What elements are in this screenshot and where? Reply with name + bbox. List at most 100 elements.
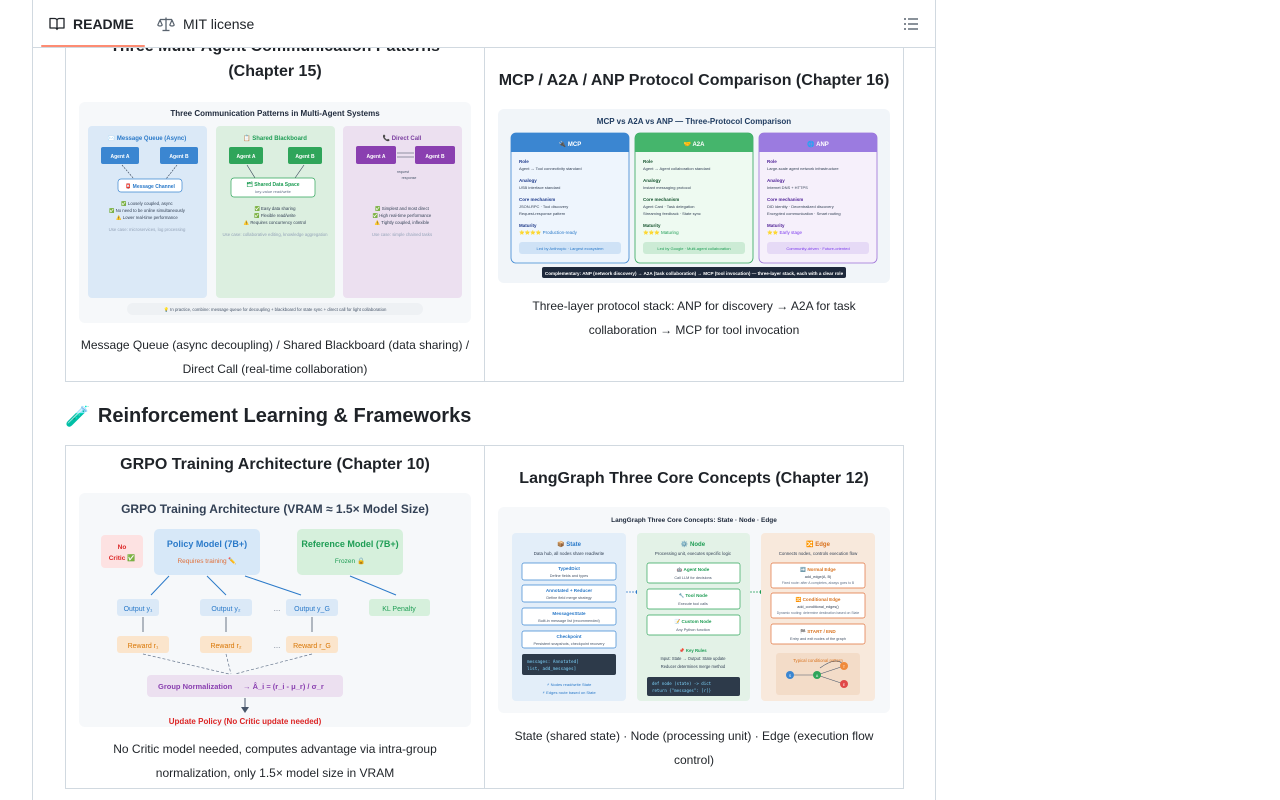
edge-line xyxy=(816,665,845,676)
node-box-title: 🤖 Agent Node xyxy=(677,566,710,573)
reference-model-sub: Frozen 🔒 xyxy=(335,557,365,565)
output-label: Output y₁ xyxy=(124,606,153,613)
state-box-title: Checkpoint xyxy=(556,634,581,639)
pro-item: ⚠️ Tightly coupled, inflexible xyxy=(375,220,430,225)
anp-mechanism: DID identity · Decentralized discovery xyxy=(767,204,834,209)
node-code-block xyxy=(647,677,740,696)
arrow xyxy=(246,164,256,179)
agent-b-label: Agent B xyxy=(425,154,445,160)
tab-readme[interactable]: README xyxy=(49,0,134,47)
node-rules-title: 📌 Key Rules xyxy=(679,647,707,653)
a2a-maturity: ⭐⭐⭐ Maturing xyxy=(643,229,679,235)
usecase-text: Use case: microservices, log processing xyxy=(109,227,186,232)
shared-data-box xyxy=(230,177,316,198)
mcp-role: Agent ↔ Tool connectivity standard xyxy=(519,166,582,171)
ellipsis: … xyxy=(274,606,281,613)
mcp-analogy: USB interface standard xyxy=(519,185,560,190)
test-tube-icon: 🧪 xyxy=(65,405,90,428)
figure-heading: LangGraph Three Core Concepts: State · N… xyxy=(611,517,777,524)
tab-active-indicator xyxy=(41,45,145,47)
communication-patterns-figure[interactable]: Three Communication Patterns in Multi-Ag… xyxy=(79,102,471,323)
kl-penalty-box xyxy=(369,599,430,616)
langgraph-figure[interactable]: LangGraph Three Core Concepts: State · N… xyxy=(498,507,890,713)
edge-box-sub: Entry and exit nodes of the graph xyxy=(790,637,846,641)
arrow xyxy=(349,575,397,596)
a2a-tag-bg xyxy=(643,242,745,254)
output-label: Output y₂ xyxy=(211,606,240,613)
grpo-figure[interactable]: GRPO Training Architecture (VRAM ≈ 1.5× … xyxy=(79,493,471,727)
agent-a-box xyxy=(101,147,139,164)
edge-box-code: add_conditional_edges() xyxy=(797,605,839,609)
panel-shared-blackboard xyxy=(216,126,335,298)
edge-box-title: ➡️ Normal Edge xyxy=(800,566,836,573)
output-box xyxy=(117,599,159,616)
state-box xyxy=(521,584,617,603)
edge-title: 🔀 Edge xyxy=(806,540,830,548)
figure-footer: 💡 In practice, combine: message queue fo… xyxy=(164,307,387,312)
mcp-tag: Led by Anthropic · Largest ecosystem xyxy=(537,246,605,251)
edge-box-title: 🏁 START / END xyxy=(800,628,836,635)
maturity-label: Maturity xyxy=(519,223,537,228)
cell-title: MCP / A2A / ANP Protocol Comparison (Cha… xyxy=(498,72,890,89)
role-label: Role xyxy=(519,159,529,164)
usecase-text: Use case: simple chained tasks xyxy=(372,232,432,237)
analogy-label: Analogy xyxy=(519,178,537,183)
output-label: Output y_G xyxy=(294,606,330,613)
dashed-line xyxy=(234,653,313,675)
anp-tag-bg xyxy=(767,242,869,254)
outline-button[interactable] xyxy=(901,14,921,34)
node-box-title: 🔧 Tool Node xyxy=(678,592,708,599)
no-critic-box xyxy=(101,535,143,568)
node-rule: Reducer determines merge method xyxy=(661,664,726,669)
protocol-comparison-figure[interactable]: MCP vs A2A vs ANP — Three-Protocol Compa… xyxy=(498,109,890,283)
reference-model-label: Reference Model (7B+) xyxy=(301,539,398,549)
section-heading: 🧪 Reinforcement Learning & Frameworks xyxy=(65,400,471,432)
edge-box xyxy=(770,562,866,589)
reference-model-box xyxy=(297,529,403,575)
arrow xyxy=(206,575,227,596)
state-box-title: TypedDict xyxy=(558,566,580,571)
readme-tab-bar: README MIT license xyxy=(33,0,935,48)
dashed-line xyxy=(225,653,232,675)
agent-b-label: Agent B xyxy=(169,154,189,160)
mcp-header-bg xyxy=(511,133,629,152)
group-normalization-box xyxy=(147,675,343,697)
graph-node-label: A xyxy=(816,674,819,678)
figure-heading: Three Communication Patterns in Multi-Ag… xyxy=(170,109,380,118)
message-channel-box xyxy=(117,178,183,193)
request-label: request xyxy=(397,170,409,174)
tab-license[interactable]: MIT license xyxy=(157,0,254,47)
state-box-sub: Define fields and types xyxy=(550,574,589,578)
state-code-line: messages: Annotated[ xyxy=(527,659,579,665)
mcp-header: 🔌 MCP xyxy=(559,140,581,148)
end-node xyxy=(840,680,848,688)
agent-a-box xyxy=(356,146,396,164)
cell-title: LangGraph Three Core Concepts (Chapter 1… xyxy=(519,470,869,487)
state-box-sub: Define field merge strategy xyxy=(546,596,591,600)
figure-caption: State (shared state) · Node (processing … xyxy=(514,729,874,767)
node-box xyxy=(646,614,741,636)
tab-license-label: MIT license xyxy=(183,15,255,32)
kl-penalty-label: KL Penalty xyxy=(382,606,416,613)
anp-role: Large-scale agent network infrastructure xyxy=(767,166,839,171)
node-box-sub: Any Python function xyxy=(676,628,710,632)
reward-box xyxy=(286,636,338,653)
scale-icon xyxy=(157,17,175,31)
node-title: ⚙️ Node xyxy=(681,540,706,548)
figure-table-communication: Three Multi-Agent Communication Patterns… xyxy=(65,27,904,382)
figure-footer-pill xyxy=(127,303,423,315)
anp-analogy: Internet DNS + HTTPS xyxy=(767,185,808,190)
panel-message-queue xyxy=(88,126,207,298)
no-critic-line: No xyxy=(118,544,127,551)
state-box xyxy=(521,630,617,649)
book-icon xyxy=(49,17,65,30)
policy-model-label: Policy Model (7B+) xyxy=(167,539,247,549)
pro-item: ⚠️ Requires concurrency control xyxy=(244,220,306,225)
state-title: 📦 State xyxy=(557,540,581,548)
policy-model-sub: Requires training ✏️ xyxy=(177,556,236,565)
figure-heading: MCP vs A2A vs ANP — Three-Protocol Compa… xyxy=(597,117,792,126)
figure-caption: Three-layer protocol stack: ANP for disc… xyxy=(532,299,856,337)
figure-caption: No Critic model needed, computes advanta… xyxy=(113,742,437,780)
a2a-mechanism: Streaming feedback · State sync xyxy=(643,211,701,216)
node-box xyxy=(646,588,741,610)
